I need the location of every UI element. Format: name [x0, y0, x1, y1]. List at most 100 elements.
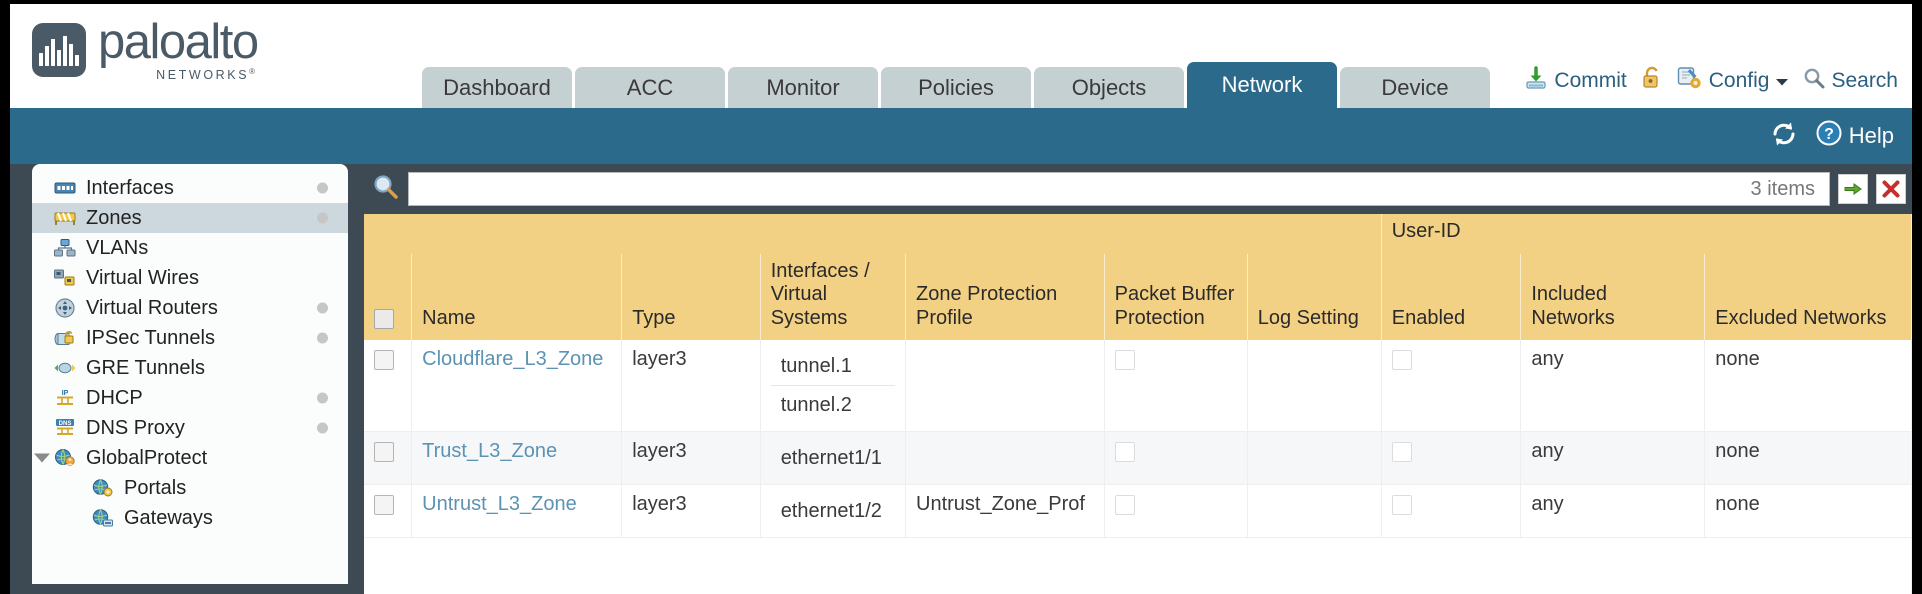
- cell-name: Untrust_L3_Zone: [411, 484, 623, 539]
- row-checkbox[interactable]: [374, 495, 394, 516]
- tab-policies[interactable]: Policies: [881, 67, 1031, 108]
- dns-proxy-icon: DNS: [52, 418, 78, 438]
- cell-interfaces: ethernet1/2: [760, 484, 907, 539]
- cell-zone-protection-profile: [905, 340, 1105, 433]
- brand-logo: paloalto NETWORKS®: [32, 15, 259, 83]
- sidebar-item-gateways[interactable]: Gateways: [32, 503, 348, 533]
- gre-tunnels-icon: [52, 360, 78, 376]
- packet-buffer-protection-checkbox[interactable]: [1114, 495, 1135, 516]
- cell-log-setting: [1247, 431, 1382, 486]
- row-checkbox[interactable]: [374, 350, 394, 371]
- sidebar-item-interfaces[interactable]: Interfaces: [32, 173, 348, 203]
- table-row[interactable]: Cloudflare_L3_Zone layer3 tunnel.1 tunne…: [364, 340, 1912, 433]
- header-excluded-networks[interactable]: Excluded Networks: [1704, 253, 1912, 341]
- header-zone-protection-profile[interactable]: Zone Protection Profile: [905, 253, 1105, 341]
- sidebar-item-virtual-wires[interactable]: Virtual Wires: [32, 263, 348, 293]
- sidebar-item-globalprotect[interactable]: GlobalProtect: [32, 443, 348, 473]
- tab-objects[interactable]: Objects: [1034, 67, 1184, 108]
- apply-filter-button[interactable]: [1838, 174, 1868, 204]
- sidebar-label: VLANs: [86, 236, 149, 259]
- interface-entry: tunnel.1: [770, 347, 895, 387]
- search-input[interactable]: [419, 178, 1751, 200]
- cell-excluded-networks: none: [1704, 340, 1912, 433]
- config-button[interactable]: Config: [1677, 66, 1790, 96]
- main-nav-tabs: Dashboard ACC Monitor Policies Objects N…: [422, 62, 1490, 108]
- zones-icon: [52, 210, 78, 226]
- help-link[interactable]: ? Help: [1816, 120, 1894, 152]
- lock-button[interactable]: [1641, 66, 1663, 96]
- sidebar-item-gre-tunnels[interactable]: GRE Tunnels: [32, 353, 348, 383]
- tab-dashboard[interactable]: Dashboard: [422, 67, 572, 108]
- cell-type: layer3: [621, 340, 761, 433]
- expand-collapse-twisty-icon[interactable]: [34, 453, 50, 463]
- chevron-down-icon[interactable]: [1775, 69, 1789, 93]
- tab-monitor[interactable]: Monitor: [728, 67, 878, 108]
- sidebar-item-vlans[interactable]: VLANs: [32, 233, 348, 263]
- clear-filter-button[interactable]: [1876, 174, 1906, 204]
- svg-text:?: ?: [1824, 126, 1834, 143]
- tab-network[interactable]: Network: [1187, 62, 1337, 108]
- cell-type: layer3: [621, 484, 761, 539]
- table-row[interactable]: Trust_L3_Zone layer3 ethernet1/1 any non…: [364, 431, 1912, 486]
- header-packet-buffer-protection[interactable]: Packet Buffer Protection: [1104, 253, 1248, 341]
- sidebar-label: Portals: [124, 476, 187, 499]
- header-userid-enabled[interactable]: Enabled: [1381, 253, 1522, 341]
- commit-button[interactable]: Commit: [1524, 66, 1627, 96]
- brand-name: paloalto: [98, 15, 259, 69]
- commit-download-icon: [1524, 66, 1548, 96]
- sidebar-item-dhcp[interactable]: IP DHCP: [32, 383, 348, 413]
- globalprotect-icon: [52, 448, 78, 468]
- zones-table-wrapper: User-ID Name Type Interfaces / Virtual S…: [364, 214, 1912, 594]
- config-wrench-icon: [1677, 66, 1703, 96]
- userid-enabled-checkbox[interactable]: [1391, 442, 1412, 463]
- header-name[interactable]: Name: [411, 253, 623, 341]
- cell-zone-protection-profile: Untrust_Zone_Prof: [905, 484, 1105, 539]
- logo-bars: [39, 36, 79, 67]
- zone-name-link[interactable]: Cloudflare_L3_Zone: [422, 348, 604, 371]
- top-header-bar: paloalto NETWORKS® Dashboard ACC Monitor…: [10, 4, 1912, 108]
- header-log-setting[interactable]: Log Setting: [1247, 253, 1382, 341]
- row-checkbox[interactable]: [374, 442, 394, 463]
- select-all-header: [364, 253, 413, 341]
- cell-userid-enabled: [1381, 340, 1522, 433]
- sidebar-item-portals[interactable]: Portals: [32, 473, 348, 503]
- packet-buffer-protection-checkbox[interactable]: [1114, 442, 1135, 463]
- sidebar-label: Virtual Wires: [86, 266, 199, 289]
- sidebar-status-dot: [317, 332, 328, 344]
- gateways-icon: [90, 508, 116, 528]
- filter-search-row: 3 items: [364, 164, 1912, 214]
- sidebar-item-virtual-routers[interactable]: Virtual Routers: [32, 293, 348, 323]
- packet-buffer-protection-checkbox[interactable]: [1114, 350, 1135, 371]
- search-button[interactable]: Search: [1803, 67, 1898, 95]
- sidebar-item-ipsec-tunnels[interactable]: IPSec Tunnels: [32, 323, 348, 353]
- userid-enabled-checkbox[interactable]: [1391, 350, 1412, 371]
- cell-log-setting: [1247, 340, 1382, 433]
- cell-zone-protection-profile: [905, 431, 1105, 486]
- cell-userid-enabled: [1381, 484, 1522, 539]
- brand-sub-text: NETWORKS: [156, 68, 250, 83]
- sidebar-label: DNS Proxy: [86, 416, 185, 439]
- sidebar-label: Zones: [86, 206, 142, 229]
- cell-excluded-networks: none: [1704, 431, 1912, 486]
- paloalto-logo-icon: [32, 23, 86, 78]
- header-included-networks[interactable]: Included Networks: [1520, 253, 1706, 341]
- tab-acc[interactable]: ACC: [575, 67, 725, 108]
- search-magnifier-icon: [372, 173, 400, 206]
- svg-text:DNS: DNS: [59, 421, 72, 427]
- cell-included-networks: any: [1520, 484, 1706, 539]
- select-all-checkbox[interactable]: [374, 308, 394, 329]
- search-input-wrapper[interactable]: 3 items: [408, 172, 1830, 206]
- green-arrow-apply-icon: [1844, 183, 1862, 195]
- table-row[interactable]: Untrust_L3_Zone layer3 ethernet1/2 Untru…: [364, 484, 1912, 539]
- refresh-icon[interactable]: [1770, 121, 1798, 152]
- tab-device[interactable]: Device: [1340, 67, 1490, 108]
- zone-name-link[interactable]: Trust_L3_Zone: [422, 440, 558, 463]
- interface-entry: ethernet1/1: [780, 447, 882, 470]
- zone-name-link[interactable]: Untrust_L3_Zone: [422, 493, 577, 516]
- sidebar-item-dns-proxy[interactable]: DNS DNS Proxy: [32, 413, 348, 443]
- sidebar-item-zones[interactable]: Zones: [32, 203, 348, 233]
- header-interfaces-virtual-systems[interactable]: Interfaces / Virtual Systems: [760, 253, 907, 341]
- header-type[interactable]: Type: [621, 253, 761, 341]
- userid-enabled-checkbox[interactable]: [1391, 495, 1412, 516]
